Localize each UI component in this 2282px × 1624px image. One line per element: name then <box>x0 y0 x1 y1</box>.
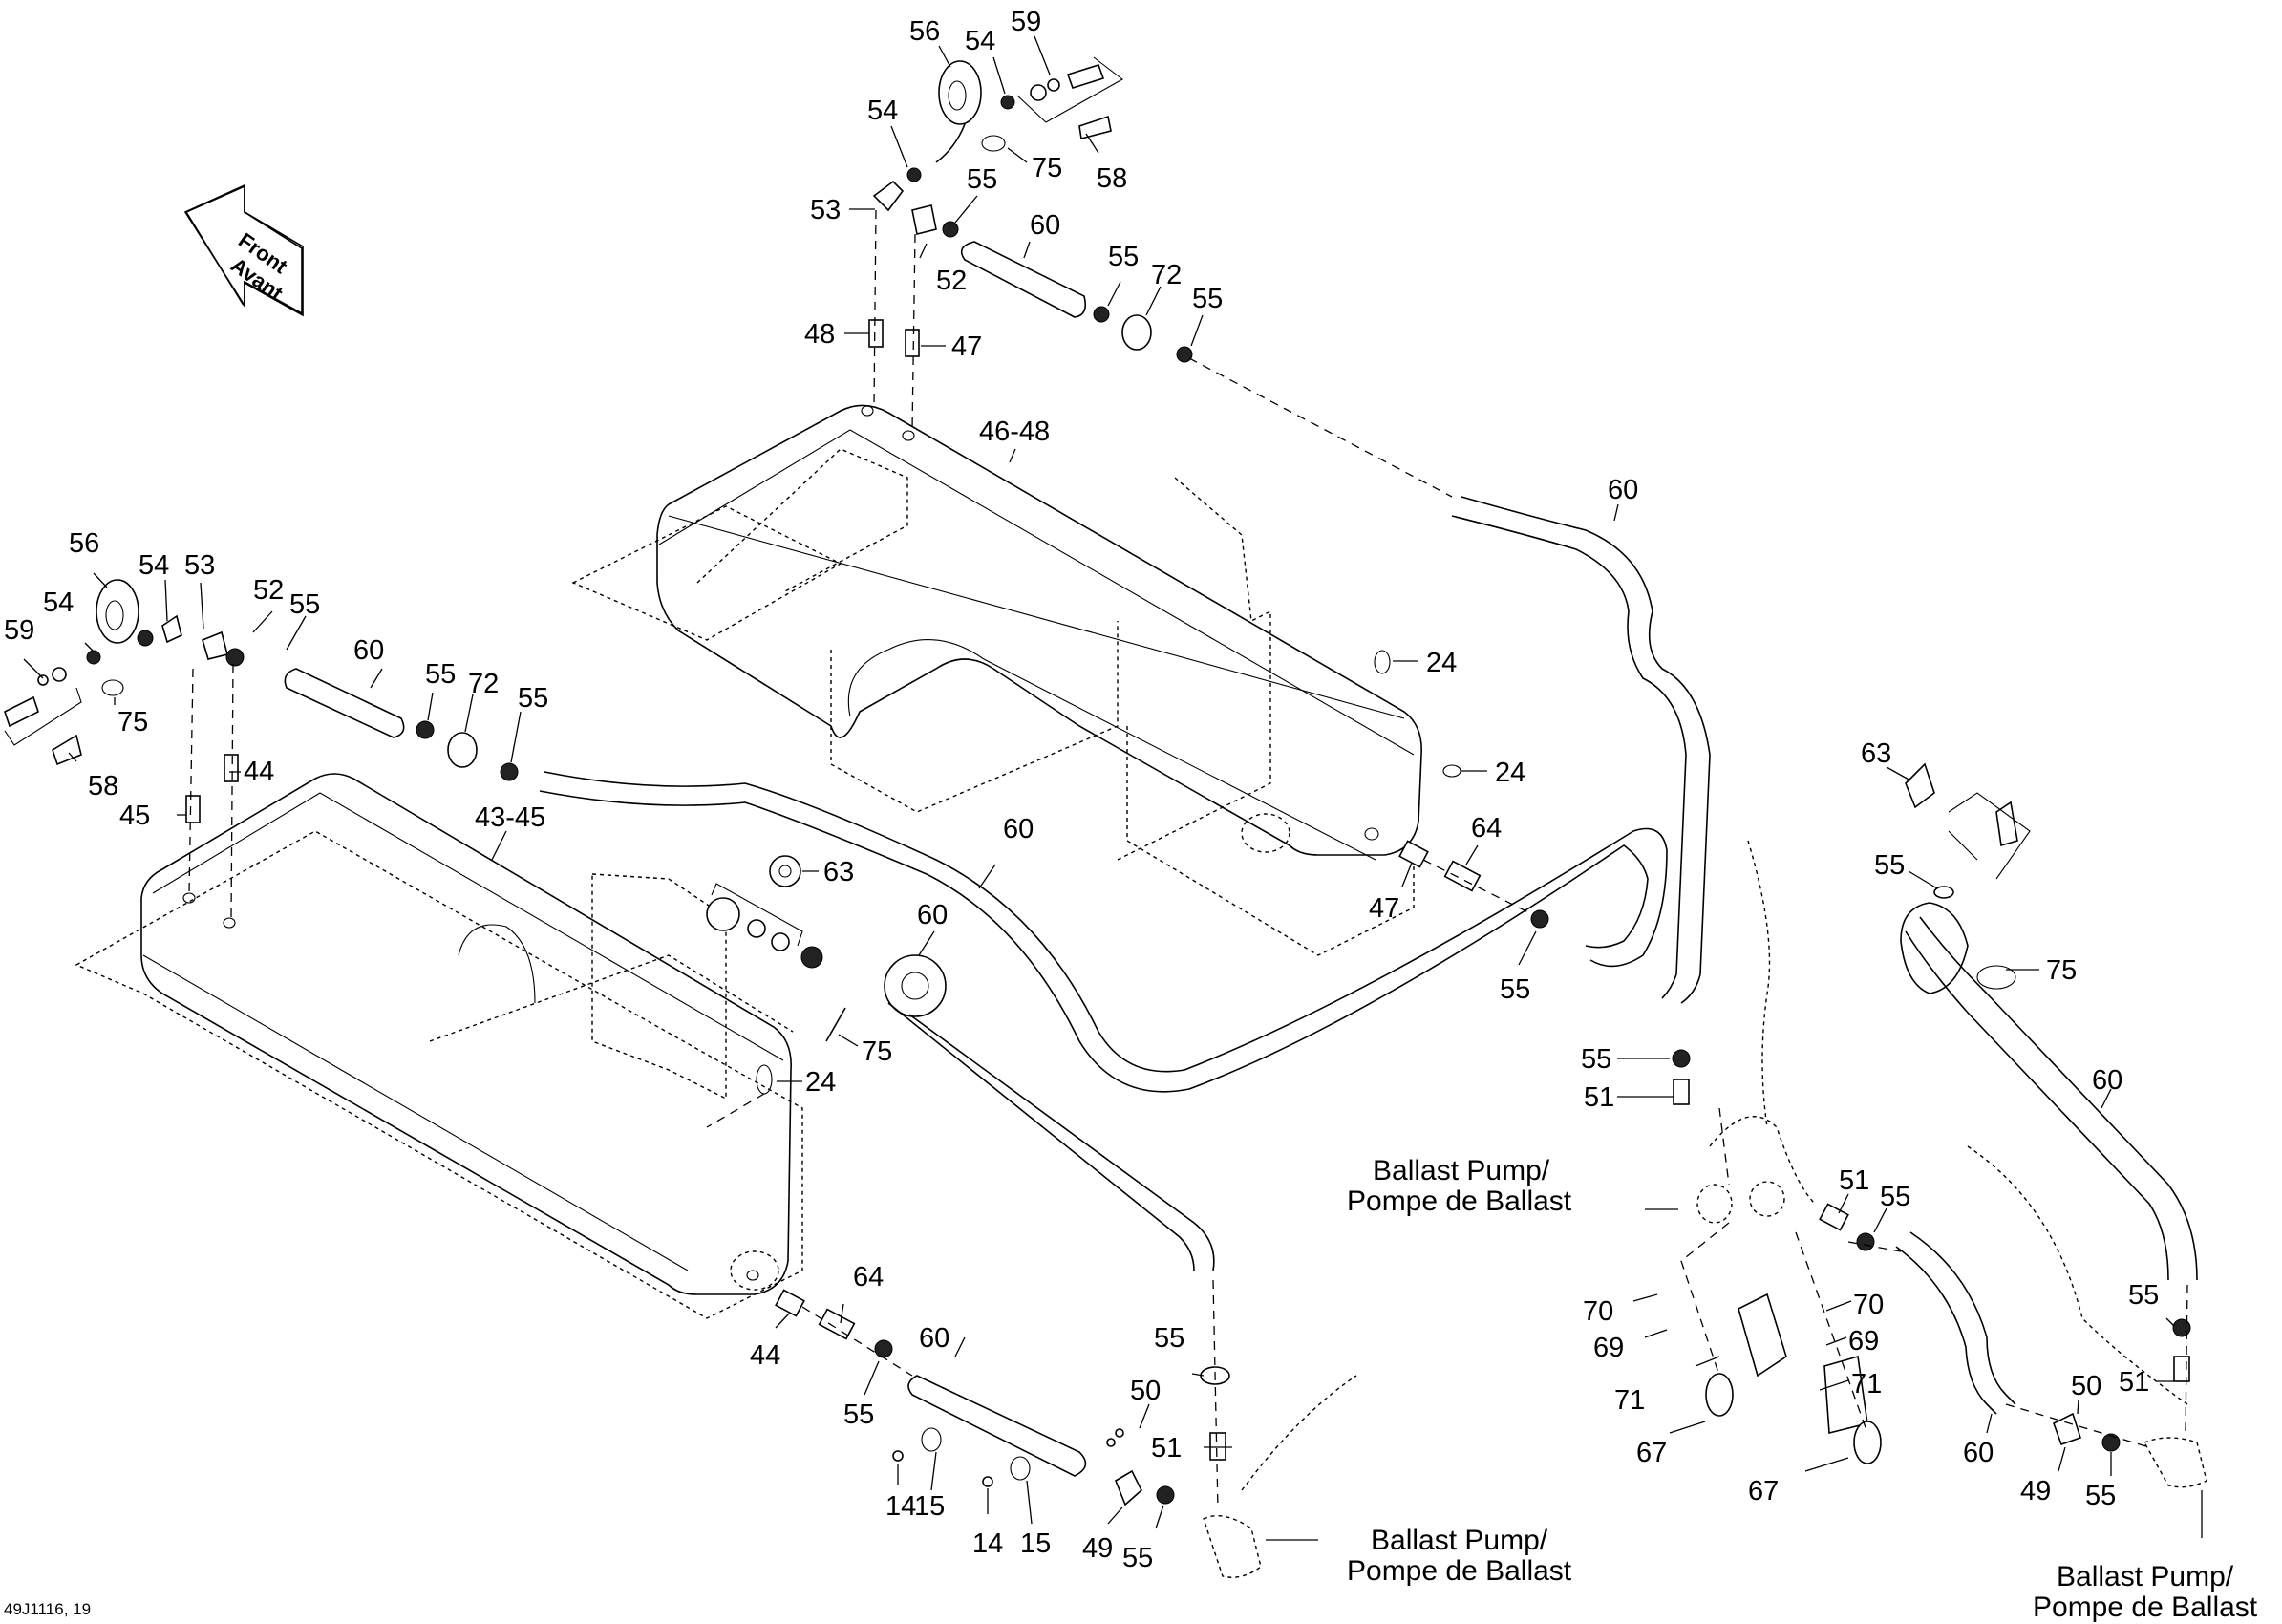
callout-71[interactable]: 71 <box>1614 1385 1645 1416</box>
hoses <box>284 241 2198 1477</box>
callout-45[interactable]: 45 <box>119 801 150 831</box>
ballast-pump-labels: Ballast Pump/ Pompe de Ballast Ballast P… <box>1347 1155 2258 1623</box>
assembly-guide-lines <box>188 209 2188 1510</box>
callout-55[interactable]: 55 <box>1880 1182 1910 1212</box>
callout-52[interactable]: 52 <box>936 266 967 296</box>
callout-53[interactable]: 53 <box>184 550 215 581</box>
callout-55[interactable]: 55 <box>518 683 548 714</box>
callout-47[interactable]: 47 <box>1369 893 1399 924</box>
callout-55[interactable]: 55 <box>1192 284 1223 314</box>
callout-64[interactable]: 64 <box>853 1262 884 1293</box>
callout-51[interactable]: 51 <box>1584 1082 1614 1113</box>
callout-51[interactable]: 51 <box>1839 1165 1869 1196</box>
callout-14[interactable]: 14 <box>885 1491 916 1522</box>
callout-48[interactable]: 48 <box>804 319 835 350</box>
callout-55[interactable]: 55 <box>967 164 997 195</box>
callout-72[interactable]: 72 <box>468 669 499 699</box>
callout-59[interactable]: 59 <box>1011 7 1041 37</box>
callout-54[interactable]: 54 <box>965 26 995 56</box>
callout-67[interactable]: 67 <box>1748 1476 1779 1506</box>
callout-55[interactable]: 55 <box>2085 1481 2116 1511</box>
callout-14[interactable]: 14 <box>972 1528 1003 1559</box>
callout-59[interactable]: 59 <box>4 615 34 646</box>
callout-60[interactable]: 60 <box>919 1323 949 1354</box>
callout-63[interactable]: 63 <box>823 857 854 887</box>
callout-58[interactable]: 58 <box>88 771 118 801</box>
callout-55[interactable]: 55 <box>425 659 456 690</box>
callout-58[interactable]: 58 <box>1097 163 1127 194</box>
callout-55[interactable]: 55 <box>1108 242 1139 272</box>
callout-55[interactable]: 55 <box>1122 1543 1153 1573</box>
callout-71[interactable]: 71 <box>1851 1369 1882 1400</box>
callout-54[interactable]: 54 <box>867 96 898 126</box>
callout-56[interactable]: 56 <box>69 528 99 559</box>
callout-51[interactable]: 51 <box>2119 1367 2149 1398</box>
callout-24[interactable]: 24 <box>805 1067 836 1098</box>
callout-75[interactable]: 75 <box>862 1036 892 1067</box>
callout-60[interactable]: 60 <box>353 635 384 666</box>
pump-label-mid-line1: Ballast Pump/ <box>1373 1155 1550 1186</box>
pump-label-bottom-line1: Ballast Pump/ <box>1371 1525 1548 1556</box>
callout-15[interactable]: 15 <box>1020 1528 1051 1559</box>
callout-75[interactable]: 75 <box>117 707 148 737</box>
callout-24[interactable]: 24 <box>1426 648 1457 678</box>
callout-51[interactable]: 51 <box>1151 1433 1182 1464</box>
pump-label-mid-line2: Pompe de Ballast <box>1347 1186 1572 1217</box>
callout-56[interactable]: 56 <box>909 16 940 47</box>
pump-label-bottom-line2: Pompe de Ballast <box>1347 1555 1572 1587</box>
callout-52[interactable]: 52 <box>253 575 284 606</box>
leader-lines <box>23 35 2203 1541</box>
callout-64[interactable]: 64 <box>1471 813 1502 844</box>
callout-54[interactable]: 54 <box>139 550 169 581</box>
pump-label-right-line1: Ballast Pump/ <box>2057 1561 2234 1592</box>
callout-60[interactable]: 60 <box>1030 210 1060 241</box>
callout-49[interactable]: 49 <box>1082 1533 1113 1564</box>
callout-60[interactable]: 60 <box>2092 1065 2122 1096</box>
figure-id: 49J1116, 19 <box>4 1600 91 1618</box>
front-direction-arrow: Front Avant <box>183 183 304 317</box>
callout-60[interactable]: 60 <box>917 900 948 930</box>
callout-69[interactable]: 69 <box>1848 1326 1879 1357</box>
callout-75[interactable]: 75 <box>2046 955 2077 986</box>
callout-69[interactable]: 69 <box>1593 1333 1624 1363</box>
callout-55[interactable]: 55 <box>1500 974 1530 1005</box>
callout-15[interactable]: 15 <box>914 1491 945 1522</box>
callout-24[interactable]: 24 <box>1495 758 1525 788</box>
callout-53[interactable]: 53 <box>810 195 841 225</box>
pump-label-right-line2: Pompe de Ballast <box>2033 1592 2258 1623</box>
callout-55[interactable]: 55 <box>1874 850 1905 881</box>
callout-60[interactable]: 60 <box>1608 475 1638 505</box>
callout-75[interactable]: 75 <box>1032 153 1062 183</box>
tank-46-48 <box>571 404 1422 956</box>
callout-44[interactable]: 44 <box>244 757 274 787</box>
callout-54[interactable]: 54 <box>43 588 74 618</box>
callout-50[interactable]: 50 <box>2071 1371 2101 1401</box>
callout-55[interactable]: 55 <box>1154 1323 1184 1354</box>
callout-55[interactable]: 55 <box>289 589 320 620</box>
callout-67[interactable]: 67 <box>1636 1438 1667 1468</box>
callout-70[interactable]: 70 <box>1853 1290 1884 1320</box>
callout-55[interactable]: 55 <box>843 1400 874 1430</box>
callout-60[interactable]: 60 <box>1003 814 1034 844</box>
callout-47[interactable]: 47 <box>951 331 982 362</box>
callout-63[interactable]: 63 <box>1861 738 1891 769</box>
callout-46-48[interactable]: 46-48 <box>979 417 1050 447</box>
callout-72[interactable]: 72 <box>1151 260 1182 290</box>
callout-labels: 56 54 59 54 75 58 53 55 52 60 55 72 55 4… <box>4 7 2159 1573</box>
callout-70[interactable]: 70 <box>1583 1296 1613 1327</box>
fittings <box>4 56 2207 1578</box>
callout-60[interactable]: 60 <box>1963 1438 1994 1468</box>
callout-55[interactable]: 55 <box>2128 1280 2159 1311</box>
callout-50[interactable]: 50 <box>1130 1376 1161 1406</box>
callout-55[interactable]: 55 <box>1581 1044 1611 1075</box>
tank-43-45 <box>75 773 803 1319</box>
callout-44[interactable]: 44 <box>750 1340 780 1371</box>
callout-49[interactable]: 49 <box>2020 1476 2051 1506</box>
callout-43-45[interactable]: 43-45 <box>475 802 545 833</box>
